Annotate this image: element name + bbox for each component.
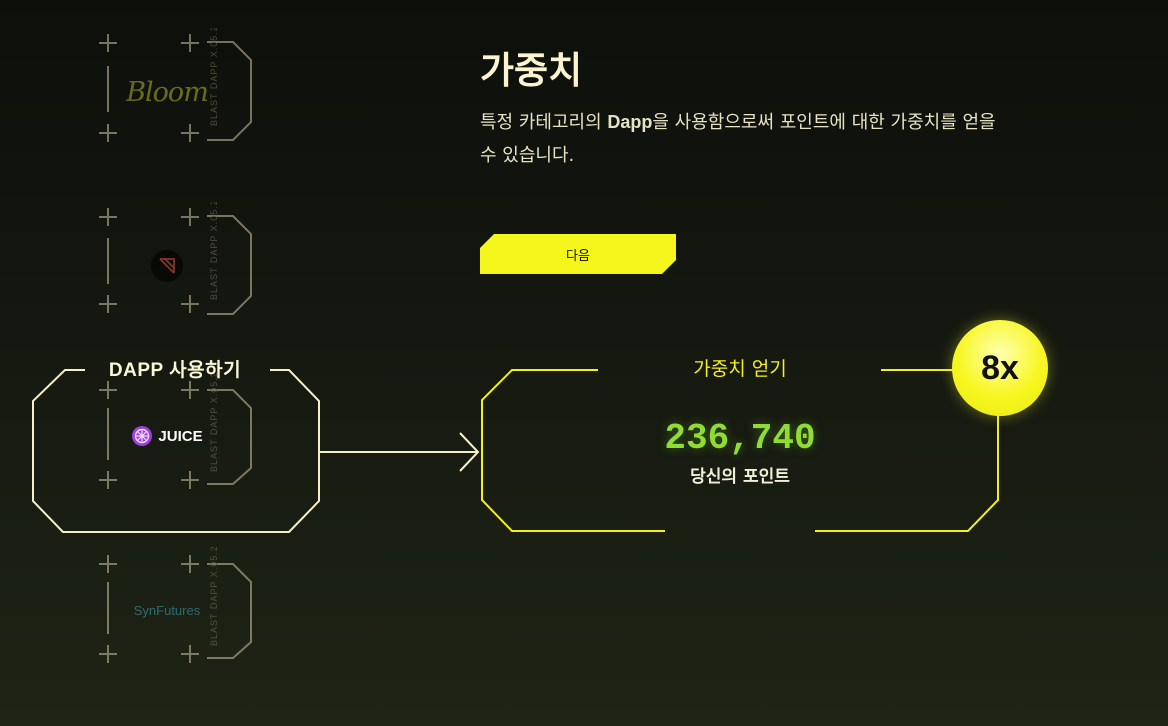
- dapp-logo: JUICE: [107, 372, 227, 500]
- card-side-text: BLAST DAPP X.05.2024 >: [209, 372, 219, 472]
- points-value: 236,740: [664, 418, 816, 459]
- dapp-card-juice[interactable]: BLAST DAPP X.05.2024 > JUICE: [95, 372, 257, 500]
- dapp-card-arrow[interactable]: BLAST DAPP X.05.2024 >: [95, 202, 257, 330]
- description-text: 특정 카테고리의: [480, 112, 608, 133]
- dapp-logo: [107, 202, 227, 330]
- card-side-text: BLAST DAPP X.05.2024 >: [209, 28, 219, 126]
- juice-orange-icon: [132, 426, 153, 446]
- points-label: 당신의 포인트: [690, 467, 790, 487]
- juice-logo: JUICE: [131, 425, 203, 447]
- dapp-logo: Bloom: [107, 28, 227, 156]
- points-heading: 가중치 얻기: [693, 358, 787, 380]
- juice-logo-text: JUICE: [158, 427, 203, 445]
- dapp-use-label: DAPP 사용하기: [108, 360, 242, 381]
- dapp-logo: SynFutures: [107, 546, 227, 674]
- description-text-rest: 을 사용함으로써 포인트에 대한 가중치를 얻을 수 있습니다.: [480, 112, 996, 166]
- bloom-logo: Bloom: [126, 76, 209, 108]
- dapp-use-frame: [32, 369, 320, 533]
- connector-arrow-icon: [320, 432, 480, 472]
- card-frame: BLAST DAPP X.05.2024 >: [99, 202, 252, 315]
- arrow-icon: [151, 250, 183, 282]
- card-side-text: BLAST DAPP X.05.2024 >: [209, 202, 219, 300]
- card-frame: BLAST DAPP X.05.2024 >: [99, 28, 252, 142]
- page-description: 특정 카테고리의 Dapp을 사용함으로써 포인트에 대한 가중치를 얻을 수 …: [480, 106, 1000, 172]
- card-frame: BLAST DAPP X.05.2024 >: [99, 372, 252, 489]
- points-frame: [481, 369, 999, 532]
- next-button[interactable]: 다음: [480, 234, 676, 274]
- card-frame: BLAST DAPP X.05.2024 >: [99, 546, 252, 663]
- multiplier-badge: 8x: [952, 320, 1048, 416]
- synfutures-logo: SynFutures: [133, 602, 201, 618]
- page-title: 가중치: [480, 49, 583, 92]
- description-bold: Dapp: [607, 112, 653, 132]
- dapp-card-bloom[interactable]: BLAST DAPP X.05.2024 > Bloom: [95, 28, 257, 156]
- card-side-text: BLAST DAPP X.05.2024 >: [209, 546, 219, 646]
- dapp-card-synfutures[interactable]: BLAST DAPP X.05.2024 > SynFutures: [95, 546, 257, 674]
